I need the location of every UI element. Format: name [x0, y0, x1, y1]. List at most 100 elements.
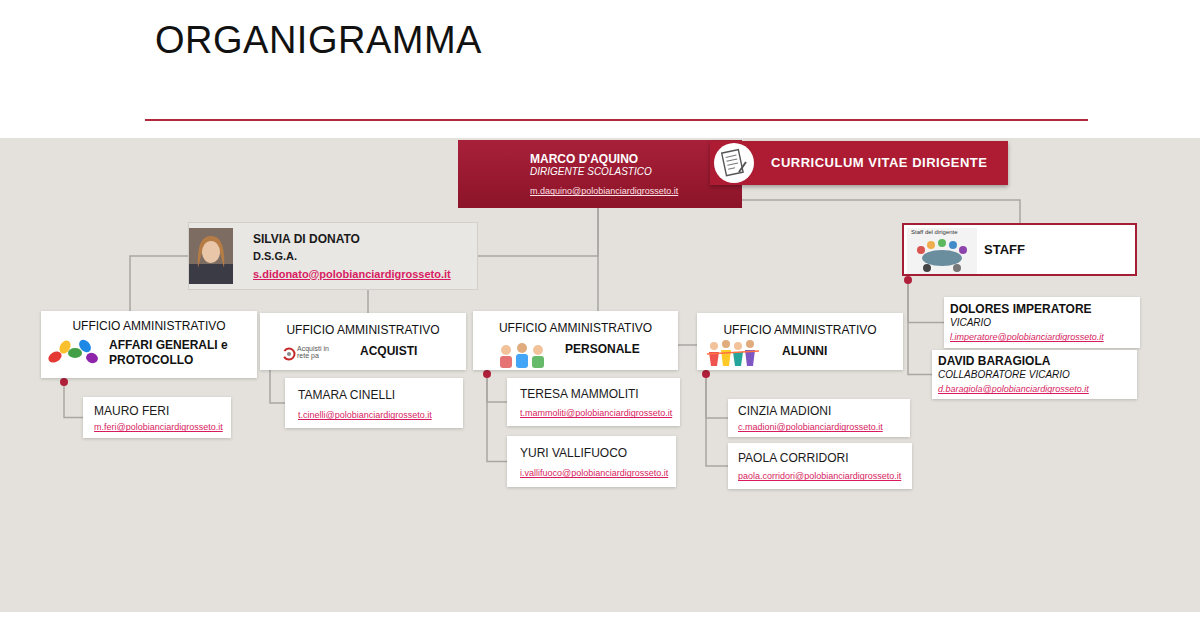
org-connector — [487, 370, 507, 402]
icon-part — [77, 337, 94, 354]
icon-part — [726, 155, 737, 157]
branch-dot — [60, 378, 68, 386]
icon-part — [707, 351, 759, 354]
cv-icon — [713, 142, 755, 184]
icon-part — [517, 343, 527, 353]
office-box: UFFICIO AMMINISTRATIVO ALUNNI — [697, 313, 903, 370]
org-connector — [706, 370, 728, 466]
org-connector — [742, 200, 1020, 223]
icon-part — [533, 345, 543, 355]
node-text: ACQUISTI — [360, 344, 458, 358]
alunni-icon — [707, 338, 759, 370]
office-box: UFFICIO AMMINISTRATIVOAFFARI GENERALI e … — [41, 311, 257, 378]
icon-part — [739, 162, 746, 172]
node-text: DIRIGENTE SCOLASTICO — [530, 166, 732, 178]
acquisti-icon — [282, 347, 296, 361]
node-text: VICARIO — [950, 317, 1132, 329]
icon-part — [959, 246, 967, 254]
icon-part — [734, 342, 742, 350]
icon-part — [907, 228, 977, 274]
icon-part — [923, 264, 931, 272]
icon-part — [198, 236, 224, 268]
branch-dot — [904, 276, 912, 284]
node-text: AFFARI GENERALI e PROTOCOLLO — [109, 338, 249, 367]
affari-icon — [47, 337, 99, 367]
dsga-box: SILVIA DI DONATO D.S.G.A. s.didonato@polob… — [188, 222, 478, 290]
node-heading: TERESA MAMMOLITI — [520, 387, 672, 401]
icon-part — [189, 228, 233, 284]
node-text: m.feri@polobianciardigrosseto.it — [94, 422, 223, 433]
node-text: t.cinelli@polobianciardigrosseto.it — [298, 410, 455, 421]
icon-part — [189, 264, 233, 284]
icon-part — [202, 241, 220, 263]
grey-band — [0, 138, 1200, 612]
node-heading: TAMARA CINELLI — [298, 388, 455, 402]
node-heading: UFFICIO AMMINISTRATIVO — [705, 323, 895, 337]
node-heading: PAOLA CORRIDORI — [738, 451, 904, 465]
icon-part — [922, 250, 962, 266]
org-connector — [270, 370, 285, 403]
node-heading: UFFICIO AMMINISTRATIVO — [481, 321, 670, 335]
node-heading: UFFICIO AMMINISTRATIVO — [268, 323, 458, 337]
branch-dot — [702, 370, 710, 378]
node-text: D.S.G.A. — [253, 250, 467, 263]
node-text: PERSONALE — [565, 342, 670, 356]
node-heading: CURRICULUM VITAE DIRIGENTE — [771, 155, 998, 171]
icon-part — [917, 246, 925, 254]
icon-part — [532, 356, 544, 368]
icon-part — [927, 241, 935, 249]
node-heading: Staff del dirigente — [911, 229, 958, 236]
node-text: t.mammoliti@polobianciardigrosseto.it — [520, 408, 672, 419]
person-box: PAOLA CORRIDORI paola.corridori@polobianc… — [728, 443, 912, 489]
icon-part — [501, 345, 511, 355]
node-heading: MAURO FERI — [94, 404, 223, 418]
icon-part — [727, 159, 738, 161]
icon-part — [714, 143, 754, 183]
node-text: c.madioni@polobianciardigrosseto.it — [738, 422, 902, 433]
title-rule — [145, 119, 1088, 121]
node-heading: DAVID BARAGIOLA — [938, 354, 1129, 368]
org-connector — [64, 378, 83, 418]
icon-part — [85, 351, 99, 365]
org-connector — [367, 290, 369, 313]
icon-part — [728, 168, 735, 169]
photo-icon — [189, 228, 233, 284]
staff-member-box: DOLORES IMPERATOREVICARIOl.imperatore@po… — [944, 297, 1140, 348]
org-connector — [706, 370, 728, 418]
node-heading: CINZIA MADIONI — [738, 404, 902, 418]
node-heading: MARCO D'AQUINO — [530, 152, 732, 166]
person-box: TAMARA CINELLI t.cinelli@polobianciardigr… — [285, 378, 463, 428]
icon-part — [733, 352, 743, 366]
node-text: i.vallifuoco@polobianciardigrosseto.it — [520, 468, 668, 479]
node-text: COLLABORATORE VICARIO — [938, 369, 1129, 381]
icon-part — [287, 352, 291, 356]
node-text: d.baragiola@polobianciardigrosseto.it — [938, 384, 1129, 395]
icon-part — [500, 356, 512, 368]
office-box: UFFICIO AMMINISTRATIVO Acquisti in rete p… — [260, 313, 466, 370]
org-connector — [908, 276, 932, 375]
icon-part — [938, 239, 946, 247]
org-connector — [130, 256, 188, 311]
icon-part — [284, 349, 295, 360]
node-heading: SILVIA DI DONATO — [253, 232, 467, 246]
person-box: TERESA MAMMOLITI t.mammoliti@polobianciar… — [507, 378, 680, 426]
node-text: l.imperatore@polobianciardigrosseto.it — [950, 332, 1132, 343]
icon-part — [746, 340, 754, 348]
staff-member-box: DAVID BARAGIOLACOLLABORATORE VICARIO d.ba… — [932, 350, 1137, 399]
org-connector — [487, 370, 507, 462]
node-text: Acquisti in rete pa — [297, 345, 337, 359]
node-text: paola.corridori@polobianciardigrosseto.i… — [738, 471, 904, 482]
node-text: STAFF — [984, 242, 1125, 258]
person-box: MAURO FERI m.feri@polobianciardigrosseto.… — [83, 397, 231, 438]
icon-part — [949, 241, 957, 249]
icon-part — [516, 354, 528, 368]
org-connector — [478, 208, 598, 256]
node-text: m.daquino@polobianciardigrosseto.it — [530, 186, 732, 197]
cv-button: CURRICULUM VITAE DIRIGENTE — [710, 141, 1008, 185]
node-text: s.didonato@polobianciardigrosseto.it — [253, 268, 467, 281]
node-text: ALUNNI — [782, 344, 895, 358]
personale-icon — [497, 341, 547, 369]
icon-part — [953, 264, 961, 272]
org-connector — [908, 276, 944, 323]
org-connector — [678, 344, 697, 346]
